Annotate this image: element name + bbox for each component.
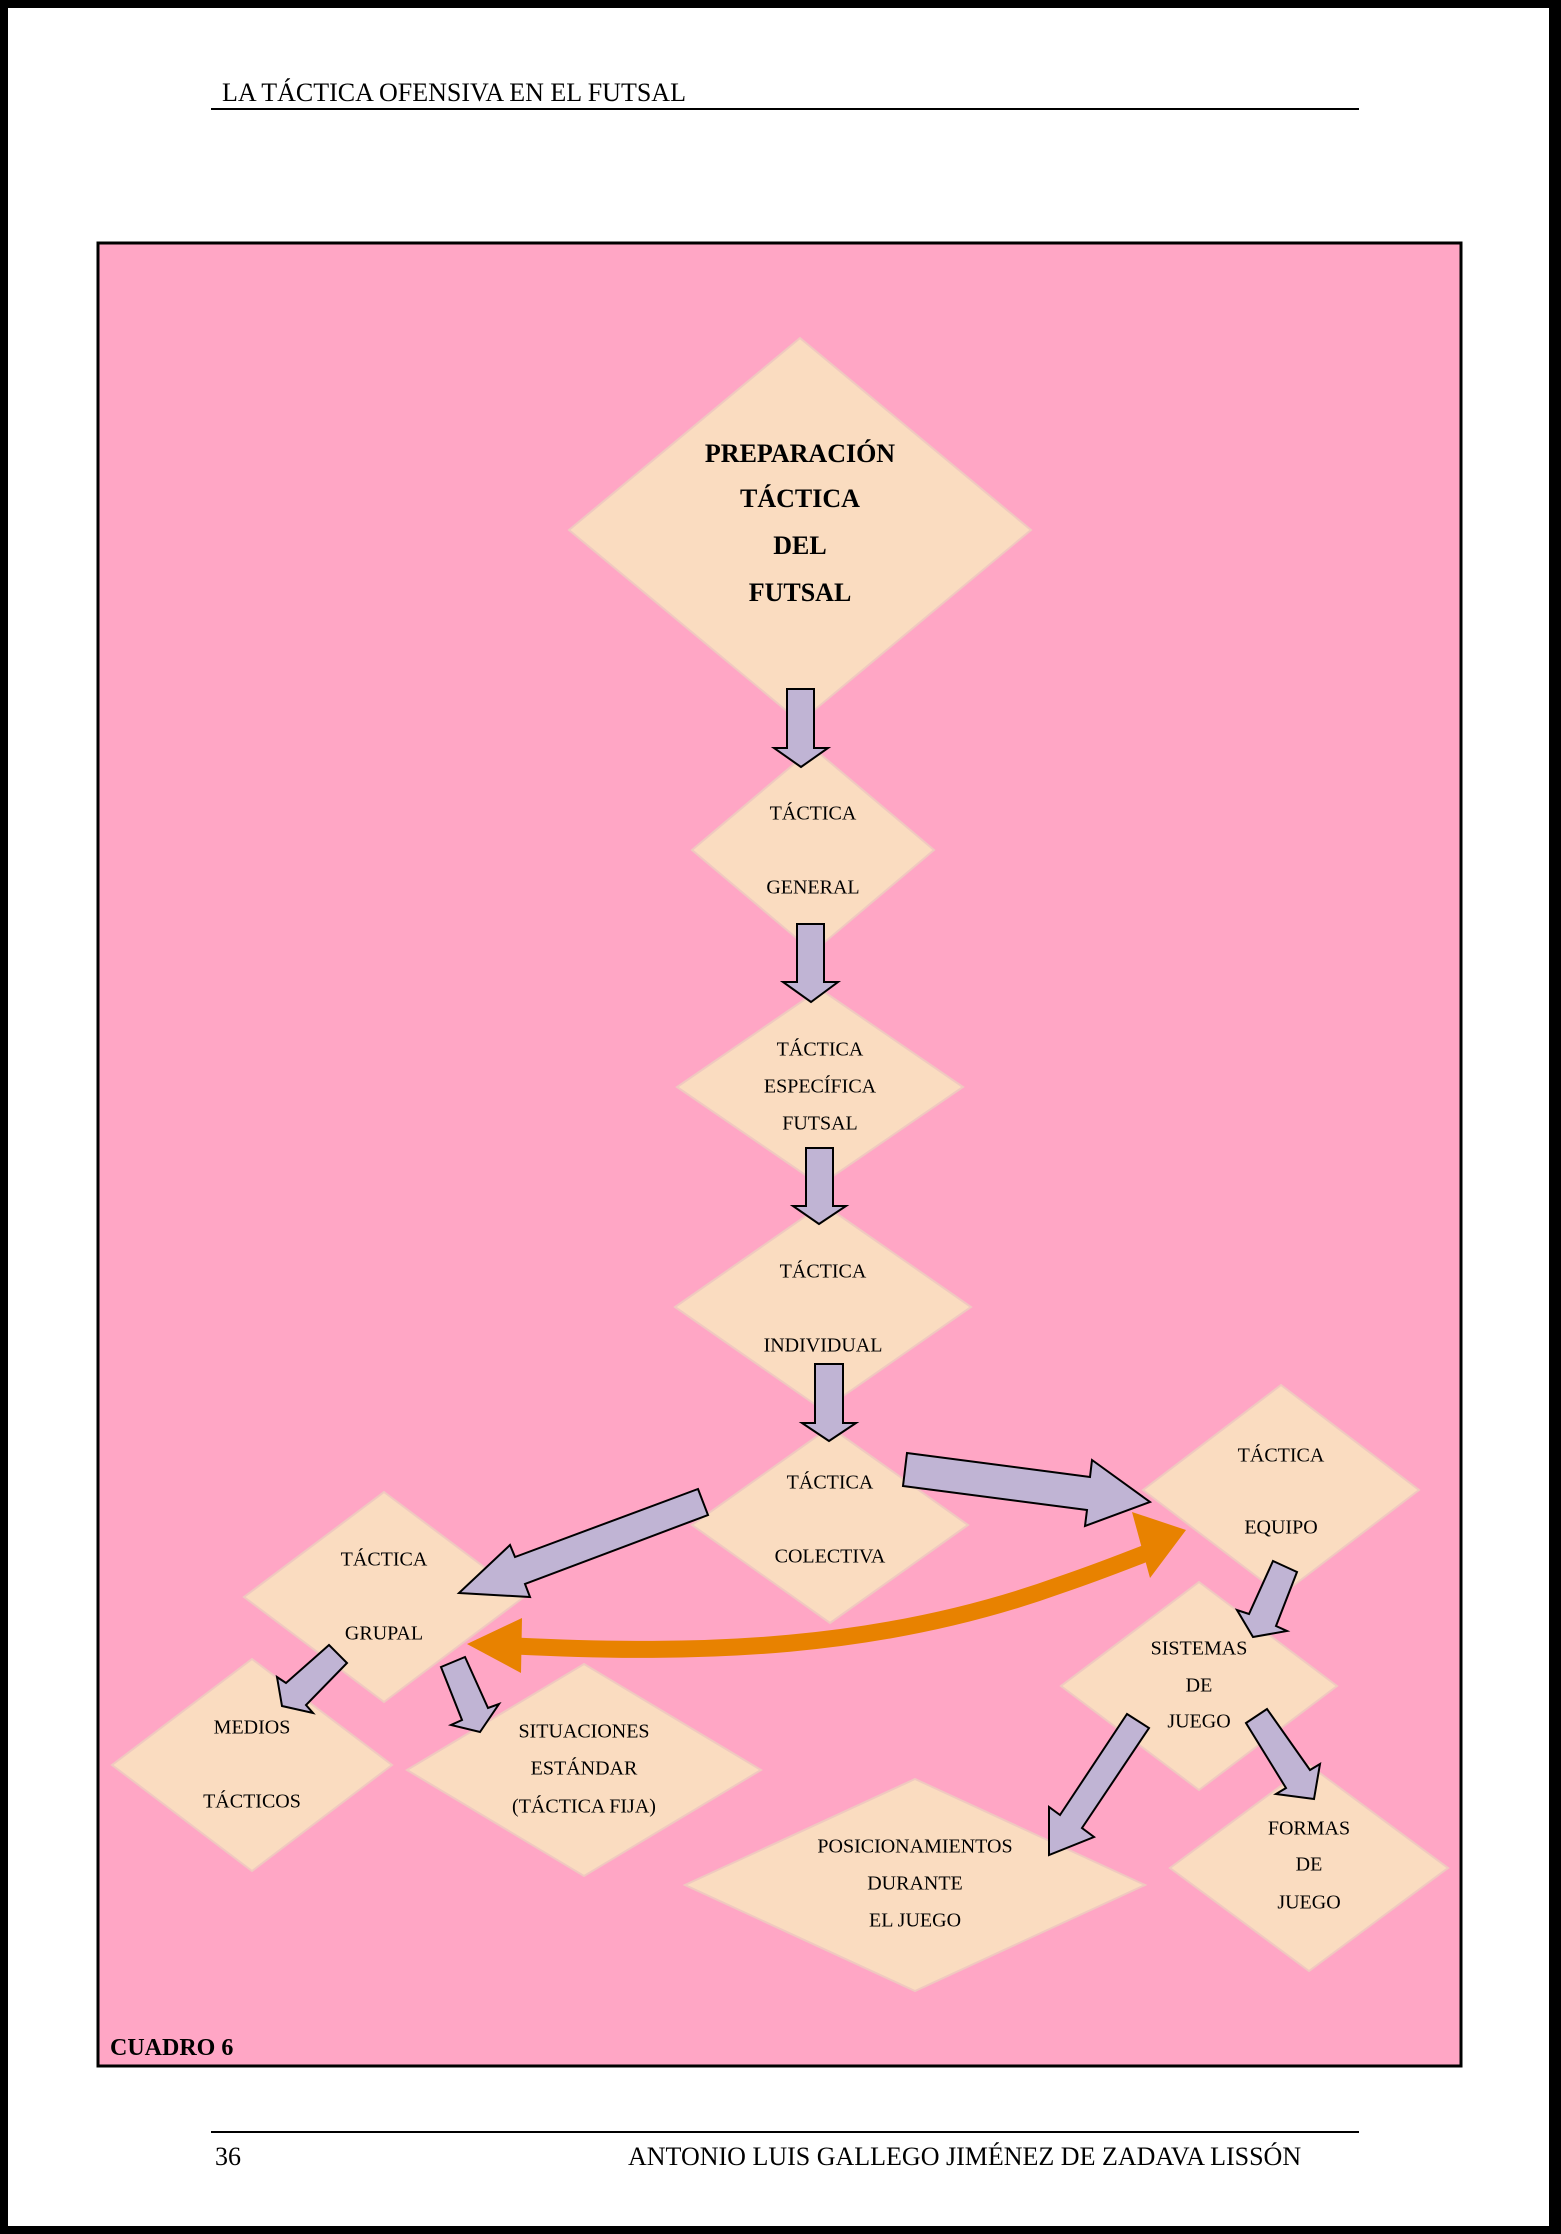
node-label-preparacion-tactica: FUTSAL (749, 578, 852, 607)
node-label-sistemas-de-juego: JUEGO (1167, 1711, 1230, 1733)
node-label-tactica-grupal: TÁCTICA (341, 1548, 428, 1571)
node-label-sistemas-de-juego: SISTEMAS (1151, 1638, 1248, 1660)
arrow-tactica-grupal-to-situaciones-estandar (439, 1655, 502, 1734)
double-arrow-shaft (514, 1539, 1163, 1658)
node-diamond-formas-de-juego (1168, 1763, 1450, 1973)
footer-rule (211, 2131, 1359, 2133)
node-label-tactica-especifica: ESPECÍFICA (764, 1075, 877, 1098)
node-label-formas-de-juego: DE (1296, 1854, 1323, 1876)
node-label-formas-de-juego: JUEGO (1277, 1892, 1340, 1914)
arrows-layer (275, 688, 1322, 1857)
node-label-medios-tacticos: TÁCTICOS (203, 1790, 301, 1813)
node-label-preparacion-tactica: PREPARACIÓN (705, 439, 895, 468)
double-arrow-head-left (467, 1618, 522, 1673)
arrow-tactica-especifica-to-tactica-individual (789, 1147, 850, 1226)
arrow-tactica-equipo-to-sistemas-de-juego (1234, 1559, 1299, 1639)
node-label-medios-tacticos: MEDIOS (214, 1717, 291, 1739)
node-label-posicionamientos: DURANTE (867, 1873, 963, 1895)
node-label-tactica-especifica: TÁCTICA (777, 1038, 864, 1061)
node-label-posicionamientos: EL JUEGO (869, 1910, 961, 1932)
node-label-tactica-equipo: TÁCTICA (1238, 1444, 1325, 1467)
arrow-tactica-individual-to-tactica-colectiva (798, 1363, 860, 1443)
node-diamond-posicionamientos (682, 1777, 1148, 1993)
node-label-tactica-colectiva: COLECTIVA (775, 1546, 886, 1568)
node-label-preparacion-tactica: DEL (773, 531, 826, 560)
arrow-sistemas-de-juego-to-formas-de-juego (1244, 1707, 1322, 1801)
node-label-tactica-grupal: GRUPAL (345, 1623, 423, 1645)
arrow-tactica-colectiva-to-tactica-equipo (901, 1451, 1153, 1528)
node-label-preparacion-tactica: TÁCTICA (740, 484, 860, 513)
node-label-tactica-equipo: EQUIPO (1244, 1517, 1317, 1539)
node-diamond-tactica-grupal (242, 1490, 526, 1704)
arrow-tactica-general-to-tactica-especifica (779, 923, 842, 1004)
node-label-situaciones-estandar: (TÁCTICA FIJA) (512, 1795, 656, 1818)
node-label-formas-de-juego: FORMAS (1268, 1818, 1350, 1840)
header-rule (211, 108, 1359, 110)
node-label-situaciones-estandar: SITUACIONES (518, 1721, 649, 1743)
running-header-title: LA TÁCTICA OFENSIVA EN EL FUTSAL (222, 78, 686, 107)
node-label-situaciones-estandar: ESTÁNDAR (531, 1757, 638, 1780)
node-diamond-medios-tacticos (110, 1657, 394, 1873)
footer-author: ANTONIO LUIS GALLEGO JIMÉNEZ DE ZADAVA L… (628, 2142, 1302, 2171)
figure-label: CUADRO 6 (110, 2035, 233, 2061)
node-label-tactica-colectiva: TÁCTICA (787, 1471, 874, 1494)
arrow-sistemas-de-juego-to-posicionamientos (1048, 1712, 1151, 1857)
node-diamond-situaciones-estandar (405, 1662, 763, 1878)
node-label-tactica-individual: TÁCTICA (780, 1260, 867, 1283)
double-arrow-head-right (1132, 1512, 1186, 1578)
arrow-tactica-grupal-to-medios-tacticos (275, 1643, 349, 1715)
text-layer: PREPARACIÓN TÁCTICA DEL FUTSAL TÁCTICA GENERA… (203, 439, 1350, 1932)
node-label-tactica-general: GENERAL (766, 877, 859, 899)
arrow-tactica-colectiva-to-tactica-grupal (456, 1487, 710, 1599)
page-number: 36 (215, 2142, 241, 2171)
node-label-tactica-individual: INDIVIDUAL (764, 1335, 883, 1357)
node-label-tactica-especifica: FUTSAL (782, 1113, 858, 1135)
node-diamond-tactica-colectiva (690, 1425, 970, 1625)
node-label-tactica-general: TÁCTICA (770, 802, 857, 825)
node-label-posicionamientos: POSICIONAMIENTOS (817, 1836, 1012, 1858)
node-label-sistemas-de-juego: DE (1186, 1675, 1213, 1697)
nodes-layer (110, 336, 1450, 1993)
arrow-preparacion-tactica-to-tactica-general (770, 688, 832, 769)
double-arrow-grupal-equipo (467, 1512, 1186, 1673)
